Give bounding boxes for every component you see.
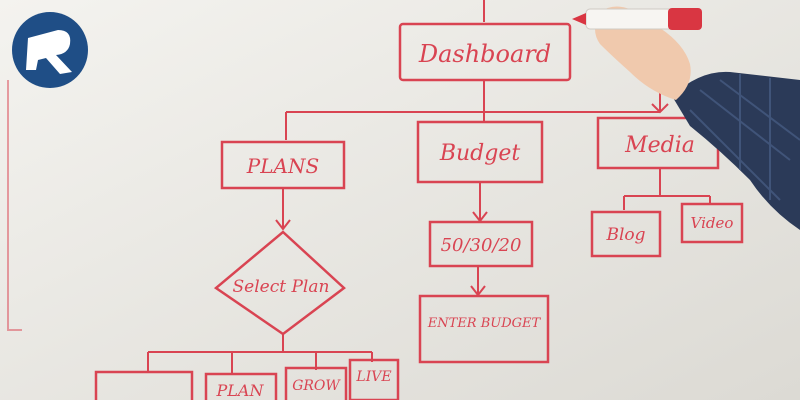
hand bbox=[595, 6, 691, 101]
media-label: Media bbox=[624, 133, 695, 158]
person-arm bbox=[595, 6, 800, 230]
leaf-grow-label: GROW bbox=[292, 378, 341, 394]
leaf-grow: GROW bbox=[284, 366, 348, 400]
red-marker bbox=[572, 8, 702, 30]
rule-label: 50/30/20 bbox=[441, 235, 522, 256]
leaf-plan-2: PLAN bbox=[204, 372, 278, 400]
leaf-plan-1 bbox=[94, 370, 194, 400]
budget-label: Budget bbox=[439, 141, 521, 166]
connector-media-children bbox=[623, 168, 711, 210]
board-edge-line bbox=[7, 80, 22, 331]
marker-tip bbox=[572, 13, 586, 25]
brand-logo bbox=[12, 12, 88, 88]
enter-budget-label: ENTER BUDGET bbox=[427, 316, 542, 331]
dashboard-label: Dashboard bbox=[418, 40, 551, 68]
node-budget: Budget bbox=[416, 120, 544, 184]
leaf-live-label: LIVE bbox=[355, 369, 391, 385]
connector-lines bbox=[285, 80, 669, 140]
marker-cap bbox=[668, 8, 702, 30]
node-video: Video bbox=[680, 202, 744, 244]
plans-label: PLANS bbox=[246, 154, 319, 178]
select-plan-label: Select Plan bbox=[233, 277, 330, 297]
node-media: Media bbox=[596, 116, 720, 170]
node-blog: Blog bbox=[590, 210, 662, 258]
video-label: Video bbox=[691, 214, 734, 232]
node-enter-budget: ENTER BUDGET bbox=[418, 294, 550, 364]
leaf-plan-2-label: PLAN bbox=[216, 381, 265, 400]
blog-label: Blog bbox=[605, 225, 645, 245]
node-dashboard: Dashboard bbox=[398, 22, 572, 82]
leaf-live: LIVE bbox=[348, 358, 400, 400]
sleeve-plaid bbox=[689, 74, 800, 201]
arrow-plans-select bbox=[275, 188, 291, 231]
node-50-30-20: 50/30/20 bbox=[428, 220, 534, 268]
stylized-r-logo-icon bbox=[26, 30, 72, 74]
sleeve bbox=[672, 71, 800, 230]
